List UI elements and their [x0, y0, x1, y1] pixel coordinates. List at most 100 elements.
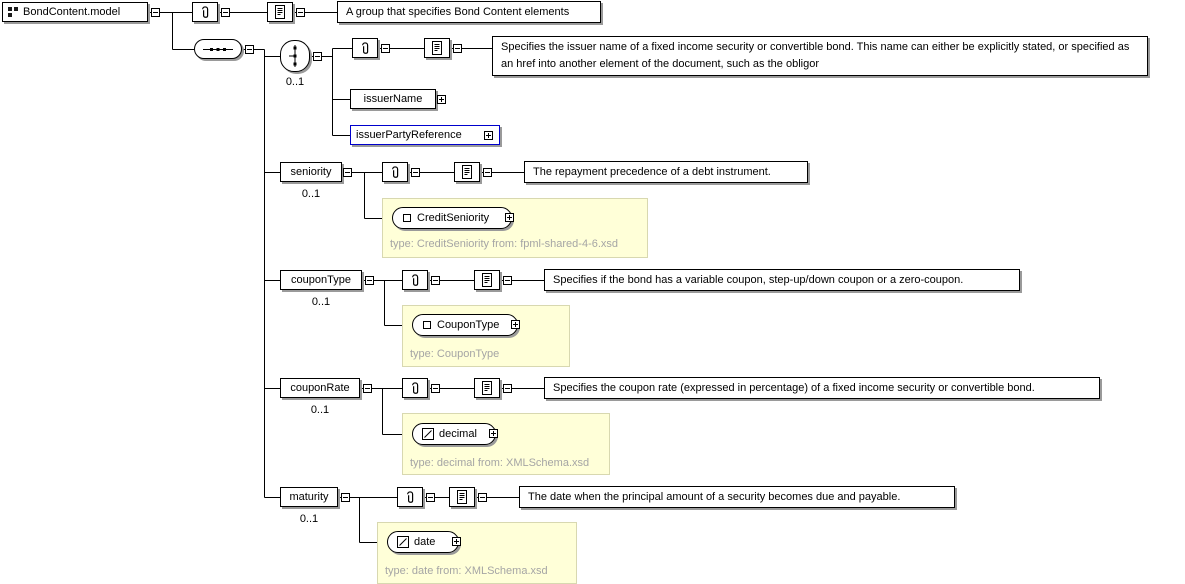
element-couponrate[interactable]: couponRate [280, 378, 360, 398]
annotation-text: A group that specifies Bond Content elem… [337, 1, 601, 23]
type-note: type: decimal from: XMLSchema.xsd [410, 457, 590, 469]
element-maturity[interactable]: maturity [280, 487, 338, 507]
type-decimal[interactable]: decimal [412, 423, 496, 445]
collapse-toggle[interactable] [431, 384, 440, 393]
occurs-label: 0..1 [311, 296, 331, 308]
sequence-compositor[interactable] [194, 39, 242, 59]
complex-type-icon [422, 320, 432, 330]
sequence-icon [201, 44, 235, 54]
annotation-text-content: The repayment precedence of a debt instr… [533, 165, 771, 178]
collapse-toggle[interactable] [221, 8, 230, 17]
collapse-toggle[interactable] [363, 384, 372, 393]
collapse-toggle[interactable] [453, 44, 462, 53]
annotation-node[interactable] [382, 162, 408, 182]
element-label: seniority [290, 166, 332, 178]
expand-toggle[interactable] [511, 320, 520, 329]
root-label: BondContent.model [23, 6, 121, 18]
element-label: couponRate [290, 382, 350, 394]
annotation-text-content: A group that specifies Bond Content elem… [346, 5, 570, 18]
expand-toggle[interactable] [437, 95, 446, 104]
complex-type-icon [402, 213, 412, 223]
element-issuerpartyreference[interactable]: issuerPartyReference [350, 125, 500, 145]
collapse-toggle[interactable] [483, 168, 492, 177]
collapse-toggle[interactable] [503, 276, 512, 285]
choice-icon [287, 42, 303, 70]
type-name: CreditSeniority [417, 212, 490, 224]
type-name: decimal [439, 428, 477, 440]
document-icon [273, 4, 287, 20]
annotation-text: Specifies the issuer name of a fixed inc… [492, 36, 1148, 76]
choice-compositor[interactable] [280, 40, 310, 72]
type-name: date [414, 536, 436, 548]
collapse-toggle[interactable] [151, 8, 160, 17]
simple-type-icon [397, 536, 409, 548]
annotation-text: The date when the principal amount of a … [519, 486, 955, 508]
annotation-node[interactable] [352, 38, 378, 58]
document-icon [460, 164, 474, 180]
documentation-node[interactable] [449, 487, 475, 507]
collapse-toggle[interactable] [341, 493, 350, 502]
collapse-toggle[interactable] [411, 168, 420, 177]
collapse-toggle[interactable] [426, 493, 435, 502]
element-label: issuerPartyReference [356, 129, 462, 141]
collapse-toggle[interactable] [381, 44, 390, 53]
collapse-toggle[interactable] [503, 384, 512, 393]
type-name: CouponType [437, 319, 500, 331]
document-icon [480, 272, 494, 288]
collapse-toggle[interactable] [431, 276, 440, 285]
simple-type-icon [422, 428, 434, 440]
element-seniority[interactable]: seniority [280, 162, 342, 182]
paperclip-icon [388, 164, 402, 180]
type-note: type: CreditSeniority from: fpml-shared-… [390, 238, 619, 250]
collapse-toggle[interactable] [245, 45, 254, 54]
annotation-node[interactable] [397, 487, 423, 507]
expand-toggle[interactable] [484, 131, 493, 140]
paperclip-icon [403, 489, 417, 505]
paperclip-icon [408, 380, 422, 396]
expand-toggle[interactable] [505, 213, 514, 222]
annotation-node[interactable] [402, 270, 428, 290]
annotation-node[interactable] [402, 378, 428, 398]
annotation-text: Specifies the coupon rate (expressed in … [544, 377, 1100, 399]
occurs-label: 0..1 [310, 404, 330, 416]
collapse-toggle[interactable] [296, 8, 305, 17]
occurs-label: 0..1 [299, 513, 319, 525]
element-label: maturity [289, 491, 329, 503]
collapse-toggle[interactable] [478, 493, 487, 502]
annotation-text-content: Specifies if the bond has a variable cou… [553, 273, 964, 286]
documentation-node[interactable] [454, 162, 480, 182]
type-creditseniority[interactable]: CreditSeniority [392, 207, 512, 229]
type-note: type: CouponType [410, 348, 500, 360]
paperclip-icon [358, 40, 372, 56]
expand-toggle[interactable] [452, 537, 461, 546]
element-label: couponType [291, 274, 351, 286]
documentation-node[interactable] [424, 38, 450, 58]
collapse-toggle[interactable] [313, 52, 322, 61]
type-note: type: date from: XMLSchema.xsd [385, 565, 548, 577]
annotation-text-content: Specifies the issuer name of a fixed inc… [501, 41, 1130, 70]
documentation-node[interactable] [474, 378, 500, 398]
annotation-text-content: The date when the principal amount of a … [528, 490, 901, 503]
element-issuername[interactable]: issuerName [350, 89, 436, 109]
annotation-text-content: Specifies the coupon rate (expressed in … [553, 381, 1035, 394]
occurs-label: 0..1 [301, 188, 321, 200]
documentation-node[interactable] [267, 2, 293, 22]
element-bondcontent-model[interactable]: BondContent.model [2, 2, 148, 22]
annotation-text: Specifies if the bond has a variable cou… [544, 269, 1020, 291]
occurs-label: 0..1 [285, 76, 305, 88]
annotation-node[interactable] [192, 2, 218, 22]
paperclip-icon [198, 4, 212, 20]
paperclip-icon [408, 272, 422, 288]
element-coupontype[interactable]: couponType [280, 270, 362, 290]
collapse-toggle[interactable] [365, 276, 374, 285]
documentation-node[interactable] [474, 270, 500, 290]
collapse-toggle[interactable] [343, 168, 352, 177]
annotation-text: The repayment precedence of a debt instr… [524, 161, 808, 183]
expand-toggle[interactable] [489, 429, 498, 438]
type-coupontype[interactable]: CouponType [412, 314, 518, 336]
document-icon [455, 489, 469, 505]
type-date[interactable]: date [387, 531, 459, 553]
document-icon [480, 380, 494, 396]
